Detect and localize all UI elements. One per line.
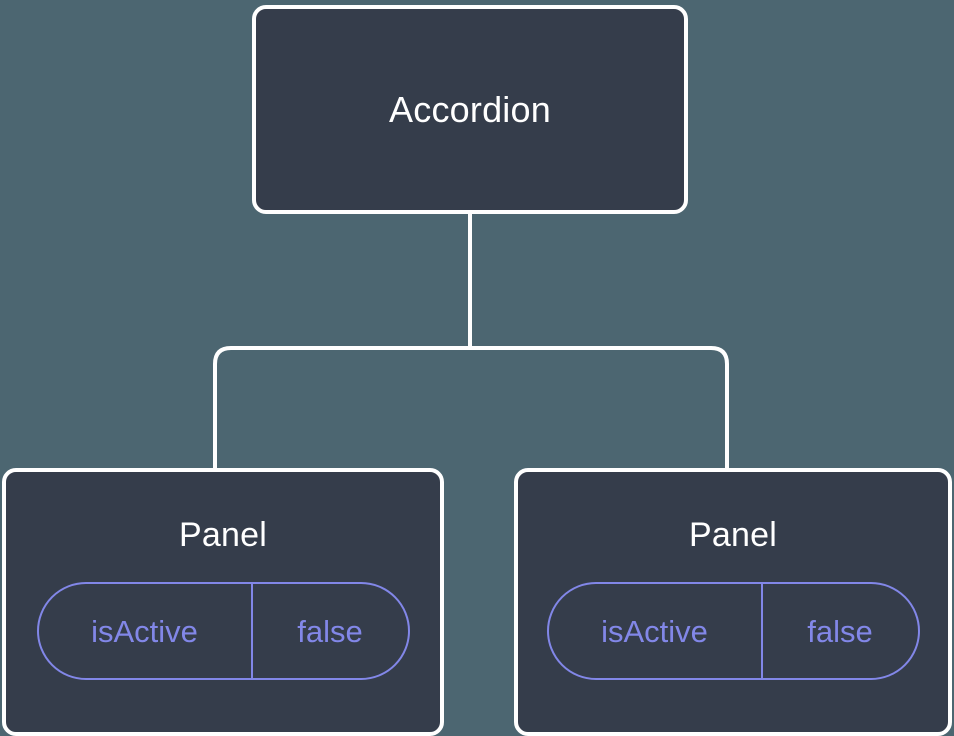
prop-key-label: isActive	[91, 613, 198, 649]
prop-value-label: false	[250, 584, 408, 678]
node-panel-right[interactable]: Panel isActive false	[514, 468, 952, 736]
prop-value-label: false	[760, 584, 918, 678]
node-panel-left-title: Panel	[179, 516, 267, 554]
prop-badge-isactive-right[interactable]: isActive false	[546, 582, 920, 680]
prop-key-label: isActive	[601, 613, 708, 649]
edge-bus-to-panel-right	[470, 346, 729, 472]
node-panel-right-title: Panel	[689, 516, 777, 554]
node-accordion[interactable]: Accordion	[252, 5, 688, 214]
node-panel-left[interactable]: Panel isActive false	[2, 468, 444, 736]
node-accordion-title: Accordion	[389, 88, 551, 130]
edge-bus-to-panel-left	[213, 346, 470, 472]
prop-badge-isactive-left[interactable]: isActive false	[36, 582, 410, 680]
